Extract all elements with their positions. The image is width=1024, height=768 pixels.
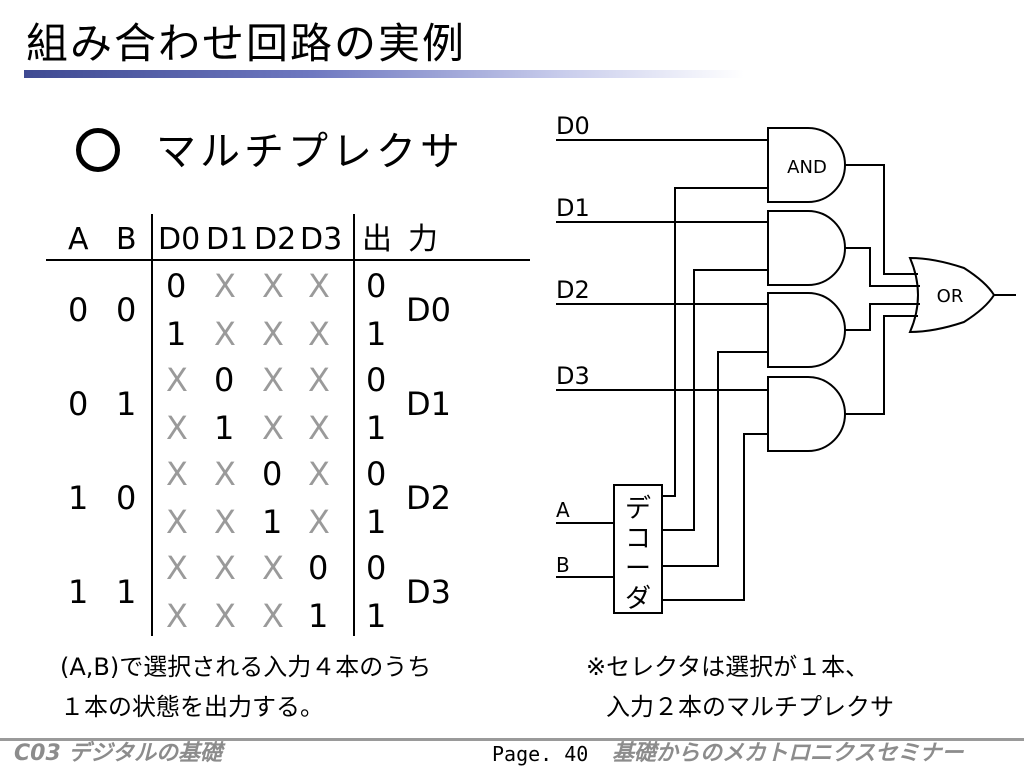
row8-d0: X	[166, 597, 188, 635]
footer-rule	[0, 738, 1024, 741]
header-d2: D2	[254, 222, 297, 257]
row2-d3: X	[308, 315, 330, 353]
header-out-2: 力	[408, 222, 438, 257]
row7-b: 1	[116, 573, 137, 611]
row7-d3: 0	[308, 549, 329, 587]
header-b: B	[116, 222, 137, 257]
header-d0: D0	[158, 222, 201, 257]
row4-d3: X	[308, 409, 330, 447]
circle-bullet-icon	[76, 128, 120, 172]
row3-d2: X	[262, 361, 284, 399]
page-number: Page. 40	[492, 742, 589, 766]
circuit-input-d0: D0	[556, 112, 590, 140]
row1-d1: X	[214, 267, 236, 305]
decoder-label-4: ダ	[625, 584, 651, 614]
caption-right-line2: 入力２本のマルチプレクサ	[606, 693, 894, 721]
caption-left-line2: １本の状態を出力する。	[60, 693, 324, 721]
or-gate-label: OR	[937, 286, 964, 307]
row6-d0: X	[166, 503, 188, 541]
row6-d3: X	[308, 503, 330, 541]
row7-d2: X	[262, 549, 284, 587]
header-d1: D1	[206, 222, 249, 257]
row5-b: 0	[116, 479, 137, 517]
row6-d2: 1	[262, 503, 283, 541]
caption-left-line1: (A,B)で選択される入力４本のうち	[60, 653, 432, 681]
row1-d0: 0	[166, 267, 187, 305]
row7-d1: X	[214, 549, 236, 587]
caption-right-line1: ※セレクタは選択が１本、	[586, 653, 870, 681]
row5-d3: X	[308, 455, 330, 493]
row5-sel: D2	[406, 479, 451, 517]
row3-d0: X	[166, 361, 188, 399]
row8-d2: X	[262, 597, 284, 635]
row3-b: 1	[116, 385, 137, 423]
and-gate-label: AND	[787, 157, 827, 178]
row2-d1: X	[214, 315, 236, 353]
row7-out: 0	[366, 549, 387, 587]
row4-d2: X	[262, 409, 284, 447]
circuit-input-b: B	[556, 553, 570, 577]
circuit-input-a: A	[556, 498, 570, 522]
row5-d1: X	[214, 455, 236, 493]
row2-d2: X	[262, 315, 284, 353]
row2-out: 1	[366, 315, 387, 353]
row6-d1: X	[214, 503, 236, 541]
row2-d0: 1	[166, 315, 187, 353]
row8-d1: X	[214, 597, 236, 635]
row6-out: 1	[366, 503, 387, 541]
circuit-input-d3: D3	[556, 362, 590, 390]
row3-sel: D1	[406, 385, 451, 423]
section-title: マルチプレクサ	[156, 129, 464, 175]
row1-sel: D0	[406, 291, 451, 329]
footer-course: C03 デジタルの基礎	[14, 741, 222, 766]
decoder-label-3: ー	[625, 554, 651, 584]
row8-out: 1	[366, 597, 387, 635]
header-out-1: 出	[362, 222, 392, 257]
row1-d3: X	[308, 267, 330, 305]
section-heading: マルチプレクサ	[76, 124, 464, 180]
row5-d0: X	[166, 455, 188, 493]
footer-seminar: 基礎からのメカトロニクスセミナー	[612, 741, 964, 766]
row4-d0: X	[166, 409, 188, 447]
row1-out: 0	[366, 267, 387, 305]
decoder-label-1: デ	[625, 494, 651, 524]
header-d3: D3	[300, 222, 343, 257]
header-a: A	[68, 222, 89, 257]
row3-out: 0	[366, 361, 387, 399]
circuit-input-d2: D2	[556, 276, 590, 304]
row4-out: 1	[366, 409, 387, 447]
circuit-input-d1: D1	[556, 194, 590, 222]
decoder-label-2: コ	[625, 524, 651, 554]
row3-a: 0	[68, 385, 89, 423]
row5-a: 1	[68, 479, 89, 517]
row1-a: 0	[68, 291, 89, 329]
row3-d3: X	[308, 361, 330, 399]
row8-d3: 1	[308, 597, 329, 635]
row4-d1: 1	[214, 409, 235, 447]
title-underline	[24, 70, 744, 78]
row7-d0: X	[166, 549, 188, 587]
row5-out: 0	[366, 455, 387, 493]
row1-d2: X	[262, 267, 284, 305]
row7-a: 1	[68, 573, 89, 611]
row1-b: 0	[116, 291, 137, 329]
multiplexer-circuit	[556, 127, 1016, 614]
row3-d1: 0	[214, 361, 235, 399]
row5-d2: 0	[262, 455, 283, 493]
page-title: 組み合わせ回路の実例	[26, 19, 467, 68]
row7-sel: D3	[406, 573, 451, 611]
